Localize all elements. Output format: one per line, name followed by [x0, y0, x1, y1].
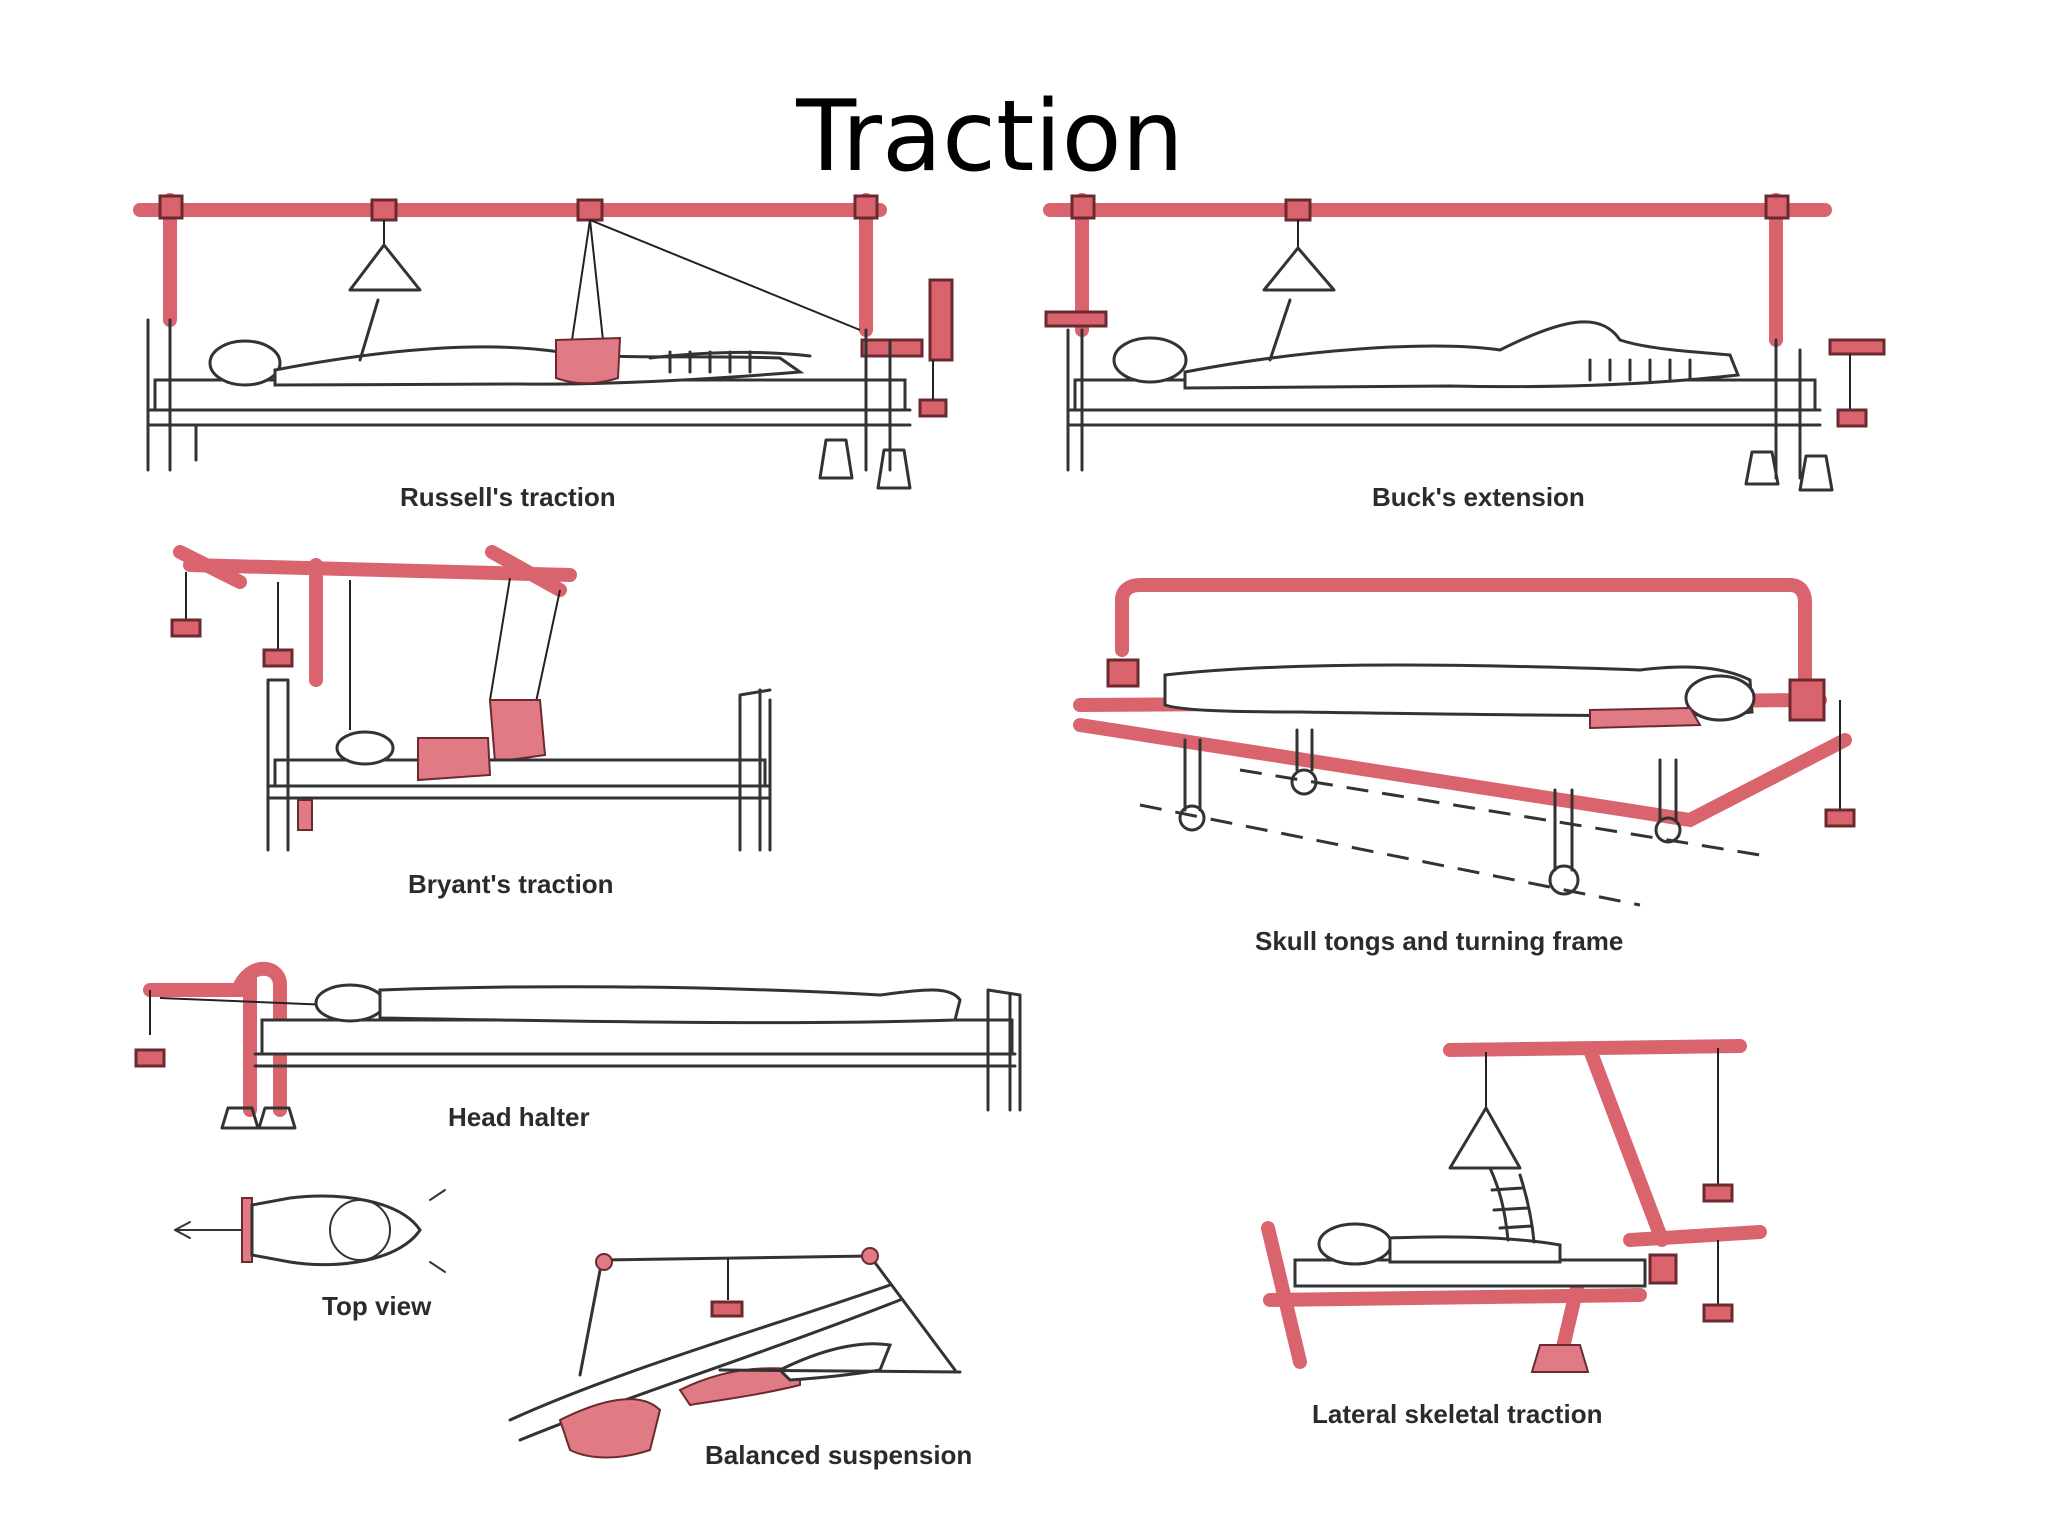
bryants-traction-illustration: Bryant's traction [170, 545, 772, 899]
bucks-extension-illustration: Buck's extension [1043, 193, 1886, 512]
russells-traction-illustration: Russell's traction [133, 193, 954, 512]
top-view-illustration: Top view [174, 1189, 446, 1321]
head-halter-caption: Head halter [448, 1102, 590, 1132]
balanced-suspension-illustration: Balanced suspension [508, 1247, 972, 1470]
head-halter-illustration: Head halter [134, 961, 1022, 1132]
russells-traction-caption: Russell's traction [400, 482, 616, 512]
skull-tongs-turning-frame-illustration: Skull tongs and turning frame [1073, 578, 1856, 956]
balanced-suspension-caption: Balanced suspension [705, 1440, 972, 1470]
bucks-extension-caption: Buck's extension [1372, 482, 1585, 512]
lateral-skeletal-traction-illustration: Lateral skeletal traction [1261, 1039, 1767, 1429]
lateral-skeletal-traction-caption: Lateral skeletal traction [1312, 1399, 1602, 1429]
top-view-caption: Top view [322, 1291, 432, 1321]
page-title: Traction [796, 80, 1184, 194]
bryants-traction-caption: Bryant's traction [408, 869, 614, 899]
skull-tongs-caption: Skull tongs and turning frame [1255, 926, 1623, 956]
